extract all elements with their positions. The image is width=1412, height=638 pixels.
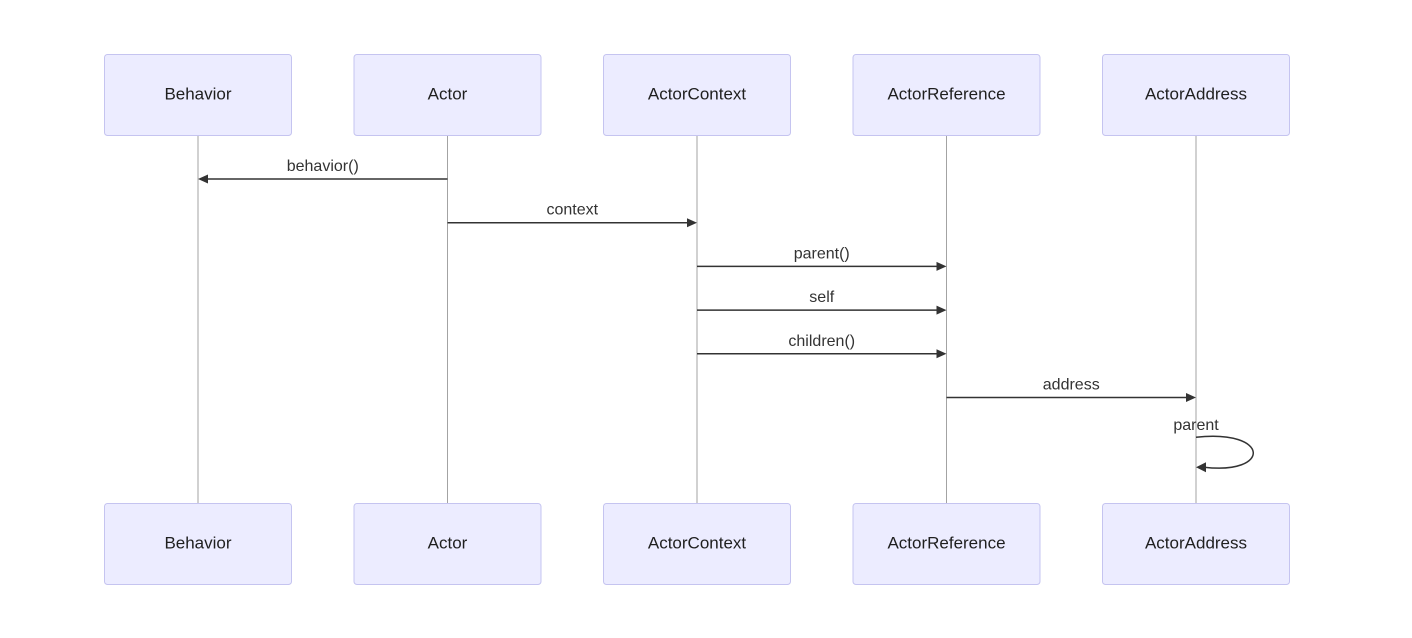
arrowhead (1186, 393, 1196, 402)
message-label: children() (788, 333, 855, 350)
participant-label: ActorAddress (1145, 533, 1247, 552)
participant-actorreference-bottom: ActorReference (852, 503, 1041, 585)
message-label: parent (1173, 417, 1219, 434)
participant-box (1102, 54, 1290, 136)
arrowhead (936, 305, 947, 315)
participant-label: ActorReference (887, 533, 1005, 552)
participant-actorreference-top: ActorReference (852, 54, 1041, 136)
arrowhead (1196, 462, 1206, 473)
participants-top: Behavior Actor ActorContext ActorReference A… (104, 54, 1290, 136)
participant-box (104, 503, 292, 585)
participant-box (603, 54, 791, 136)
participant-box (852, 54, 1041, 136)
participant-actor-top: Actor (353, 54, 542, 136)
participant-label: Actor (428, 84, 468, 103)
participants-bottom: Behavior Actor ActorContext ActorReference A… (104, 503, 1290, 585)
messages: behavior() context parent() self children() a… (198, 158, 1254, 473)
message-label: address (1043, 377, 1100, 394)
message-label: self (809, 289, 834, 306)
message-label: context (546, 202, 598, 219)
participant-label: Behavior (164, 533, 231, 552)
participant-label: ActorAddress (1145, 84, 1247, 103)
participant-actor-bottom: Actor (353, 503, 542, 585)
message-0: behavior() (198, 158, 448, 184)
arrowhead (936, 349, 947, 359)
participant-box (852, 503, 1041, 585)
participant-actorcontext-top: ActorContext (603, 54, 791, 136)
arrowhead (198, 174, 208, 184)
participant-box (603, 503, 791, 585)
participant-label: Behavior (164, 84, 231, 103)
self-message-arrow (1195, 435, 1254, 469)
message-3: self (697, 289, 947, 315)
participant-label: ActorContext (648, 533, 747, 552)
message-2: parent() (697, 245, 947, 271)
participant-behavior-top: Behavior (104, 54, 292, 136)
message-6: parent (1173, 417, 1254, 473)
participant-box (353, 503, 542, 585)
arrowhead (936, 261, 947, 271)
participant-box (1102, 503, 1290, 585)
participant-behavior-bottom: Behavior (104, 503, 292, 585)
participant-label: ActorContext (648, 84, 747, 103)
arrowhead (687, 218, 697, 228)
participant-actoraddress-bottom: ActorAddress (1102, 503, 1290, 585)
message-label: parent() (794, 245, 850, 262)
message-5: address (946, 377, 1196, 402)
message-1: context (447, 202, 697, 228)
participant-box (104, 54, 292, 136)
participant-label: Actor (428, 533, 468, 552)
participant-label: ActorReference (887, 84, 1005, 103)
participant-actoraddress-top: ActorAddress (1102, 54, 1290, 136)
message-4: children() (697, 333, 947, 359)
message-label: behavior() (287, 158, 359, 175)
lifelines (197, 135, 1197, 504)
participant-actorcontext-bottom: ActorContext (603, 503, 791, 585)
participant-box (353, 54, 542, 136)
